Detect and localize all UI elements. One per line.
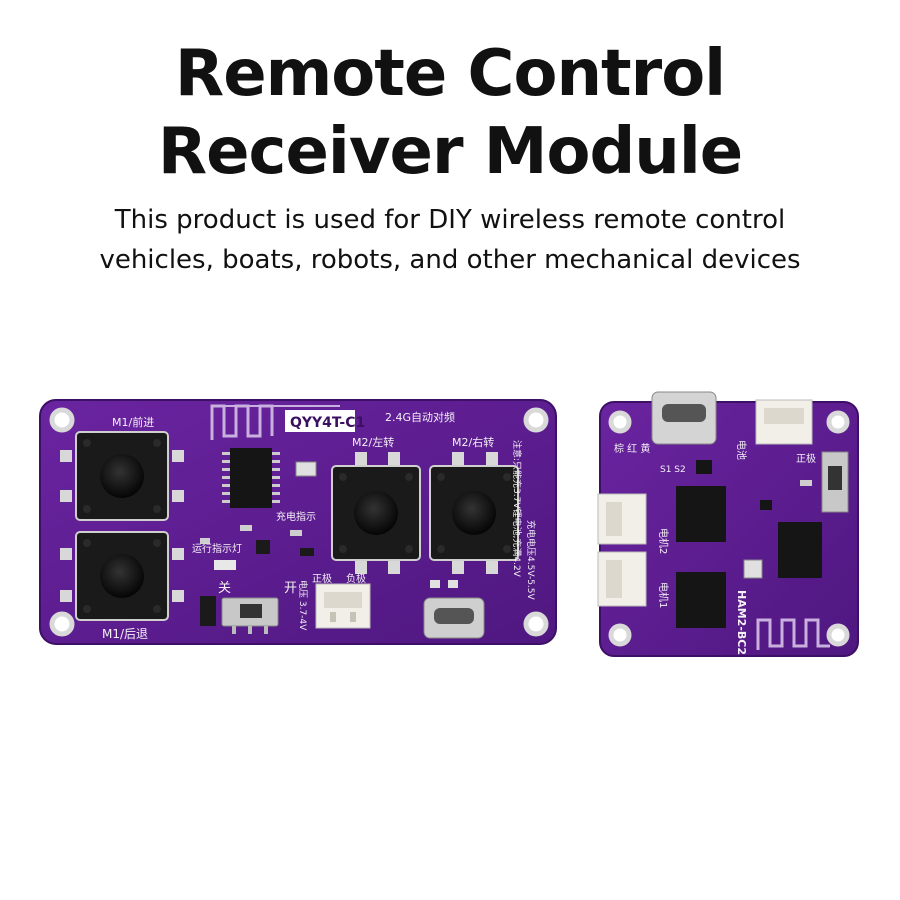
button-m1-forward (60, 431, 184, 521)
model-label: QYY4T-C1 (290, 415, 365, 431)
battery-label: 电池 (735, 440, 748, 460)
power-switch (821, 451, 849, 513)
mounting-holes (608, 410, 850, 647)
motor2-label: 电机2 (657, 528, 670, 554)
wire-colors-label: 棕 红 黄 (614, 442, 650, 455)
antenna-trace (756, 618, 830, 650)
motor2-connector (597, 493, 647, 545)
run-indicator-label: 运行指示灯 (192, 542, 242, 555)
m2-right-label: M2/右转 (452, 435, 494, 449)
servo-connector (755, 399, 813, 445)
description-line-2: vehicles, boats, robots, and other mecha… (99, 245, 801, 275)
left-receiver-board: QYY4T-C1 2.4G自动对频 M1/前进 M1/后退 (39, 399, 557, 645)
button-m1-back (60, 531, 184, 621)
switch-on-label: 开 (284, 581, 297, 596)
positive-label: 正极 (312, 572, 332, 585)
m1-back-label: M1/后退 (102, 627, 148, 641)
smd-resistor (800, 480, 812, 486)
motor1-connector (597, 551, 647, 607)
charge-indicator-label: 充电指示 (276, 510, 316, 523)
pairing-label: 2.4G自动对频 (385, 410, 455, 424)
switch-off-label: 关 (218, 581, 231, 596)
mounting-holes (49, 407, 549, 637)
heading-line-1: Remote Control (174, 37, 726, 111)
battery-connector (315, 583, 371, 629)
right-motor-board: 棕 红 黄 S1 S2 电池 正极 电机2 电机1 HAM2- (597, 391, 859, 657)
positive-label-right: 正极 (796, 452, 816, 465)
model-label-right: HAM2-BC2 (735, 590, 748, 655)
crystal-oscillator (743, 559, 763, 579)
smd-components (200, 525, 458, 626)
model-label-box (285, 410, 355, 432)
motor1-label: 电机1 (657, 582, 670, 608)
battery-voltage-label: 电压 3.7-4V (297, 580, 309, 631)
button-m2-right (429, 452, 519, 574)
motor-driver-chips (676, 460, 822, 628)
m1-forward-label: M1/前进 (112, 415, 154, 429)
usb-c-port (651, 391, 717, 445)
crystal-oscillator (295, 461, 317, 477)
receiver-ic-chip (222, 448, 280, 508)
s1s2-label: S1 S2 (660, 465, 686, 475)
charge-note-1: 充电电压4.5V-5.5V (525, 520, 537, 601)
negative-label: 负极 (346, 572, 366, 585)
usb-c-port (423, 597, 485, 639)
m2-left-label: M2/左转 (352, 435, 394, 449)
power-switch (221, 597, 279, 634)
button-m2-left (331, 452, 421, 574)
heading-line-2: Receiver Module (157, 115, 743, 189)
charge-note-2: 注意:只能充3.7V锂电池,充满4.2V (511, 440, 523, 578)
description-line-1: This product is used for DIY wireless re… (114, 205, 786, 235)
